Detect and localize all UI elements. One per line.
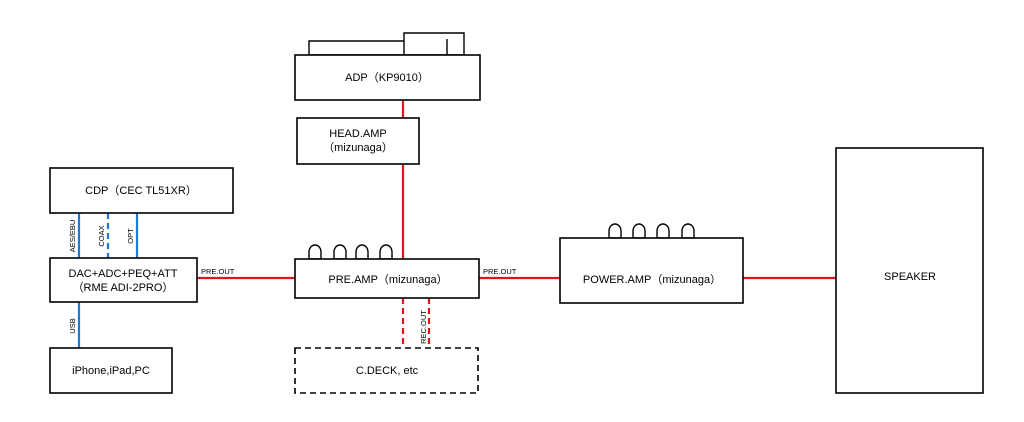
- coax-label: COAX: [97, 225, 106, 246]
- knob-icon: [681, 223, 695, 239]
- power-amp-block: POWER.AMP（mizunaga）: [559, 223, 744, 304]
- cdp-block: CDP（CEC TL51XR）: [49, 167, 234, 214]
- pre-amp-box: [294, 258, 480, 299]
- rec-out-label: REC.OUT: [419, 310, 428, 344]
- cdeck-label: C.DECK, etc: [356, 365, 419, 377]
- iphone-box: [49, 347, 173, 394]
- head-amp-box: [296, 117, 420, 165]
- knob-icon: [379, 244, 393, 260]
- cdp-box: [49, 167, 234, 214]
- speaker-box: [835, 147, 984, 394]
- knob-icon: [355, 244, 369, 260]
- dac-block: DAC+ADC+PEQ+ATT （RME ADI-2PRO）: [49, 257, 198, 303]
- knob-icon: [608, 223, 622, 239]
- speaker-label: SPEAKER: [884, 271, 936, 283]
- head-amp-sublabel: （mizunaga）: [323, 141, 393, 154]
- pre-amp-block: PRE.AMP（mizunaga）: [294, 244, 480, 299]
- dac-box: [49, 257, 198, 303]
- opt-label: OPT: [126, 228, 135, 244]
- usb-label: USB: [68, 318, 77, 333]
- adp-block: ADP（KP9010）: [294, 32, 481, 101]
- iphone-label: iPhone,iPad,PC: [72, 365, 150, 377]
- head-amp-block: HEAD.AMP （mizunaga）: [296, 117, 420, 165]
- head-amp-label: HEAD.AMP: [329, 128, 386, 140]
- knob-icon: [308, 244, 322, 260]
- pre-out-label-1: PRE.OUT: [201, 267, 235, 276]
- adp-label: ADP（KP9010）: [345, 71, 429, 84]
- cdeck-block: C.DECK, etc: [294, 347, 479, 394]
- knob-icon: [632, 223, 646, 239]
- dac-label: DAC+ADC+PEQ+ATT: [69, 268, 178, 280]
- cdeck-box: [294, 347, 479, 394]
- power-amp-box: [559, 237, 744, 304]
- knob-icon: [656, 223, 670, 239]
- aes-ebu-label: AES/EBU: [68, 220, 77, 253]
- pre-amp-label: PRE.AMP（mizunaga）: [328, 273, 447, 286]
- speaker-block: SPEAKER: [835, 147, 984, 394]
- iphone-block: iPhone,iPad,PC: [49, 347, 173, 394]
- knob-icon: [333, 244, 347, 260]
- adp-box: [294, 54, 481, 101]
- tonearm-icon: [403, 32, 465, 56]
- cdp-label: CDP（CEC TL51XR）: [85, 184, 197, 197]
- power-amp-label: POWER.AMP（mizunaga）: [583, 273, 721, 286]
- pre-out-label-2: PRE.OUT: [483, 267, 517, 276]
- dac-sublabel: （RME ADI-2PRO）: [73, 281, 174, 294]
